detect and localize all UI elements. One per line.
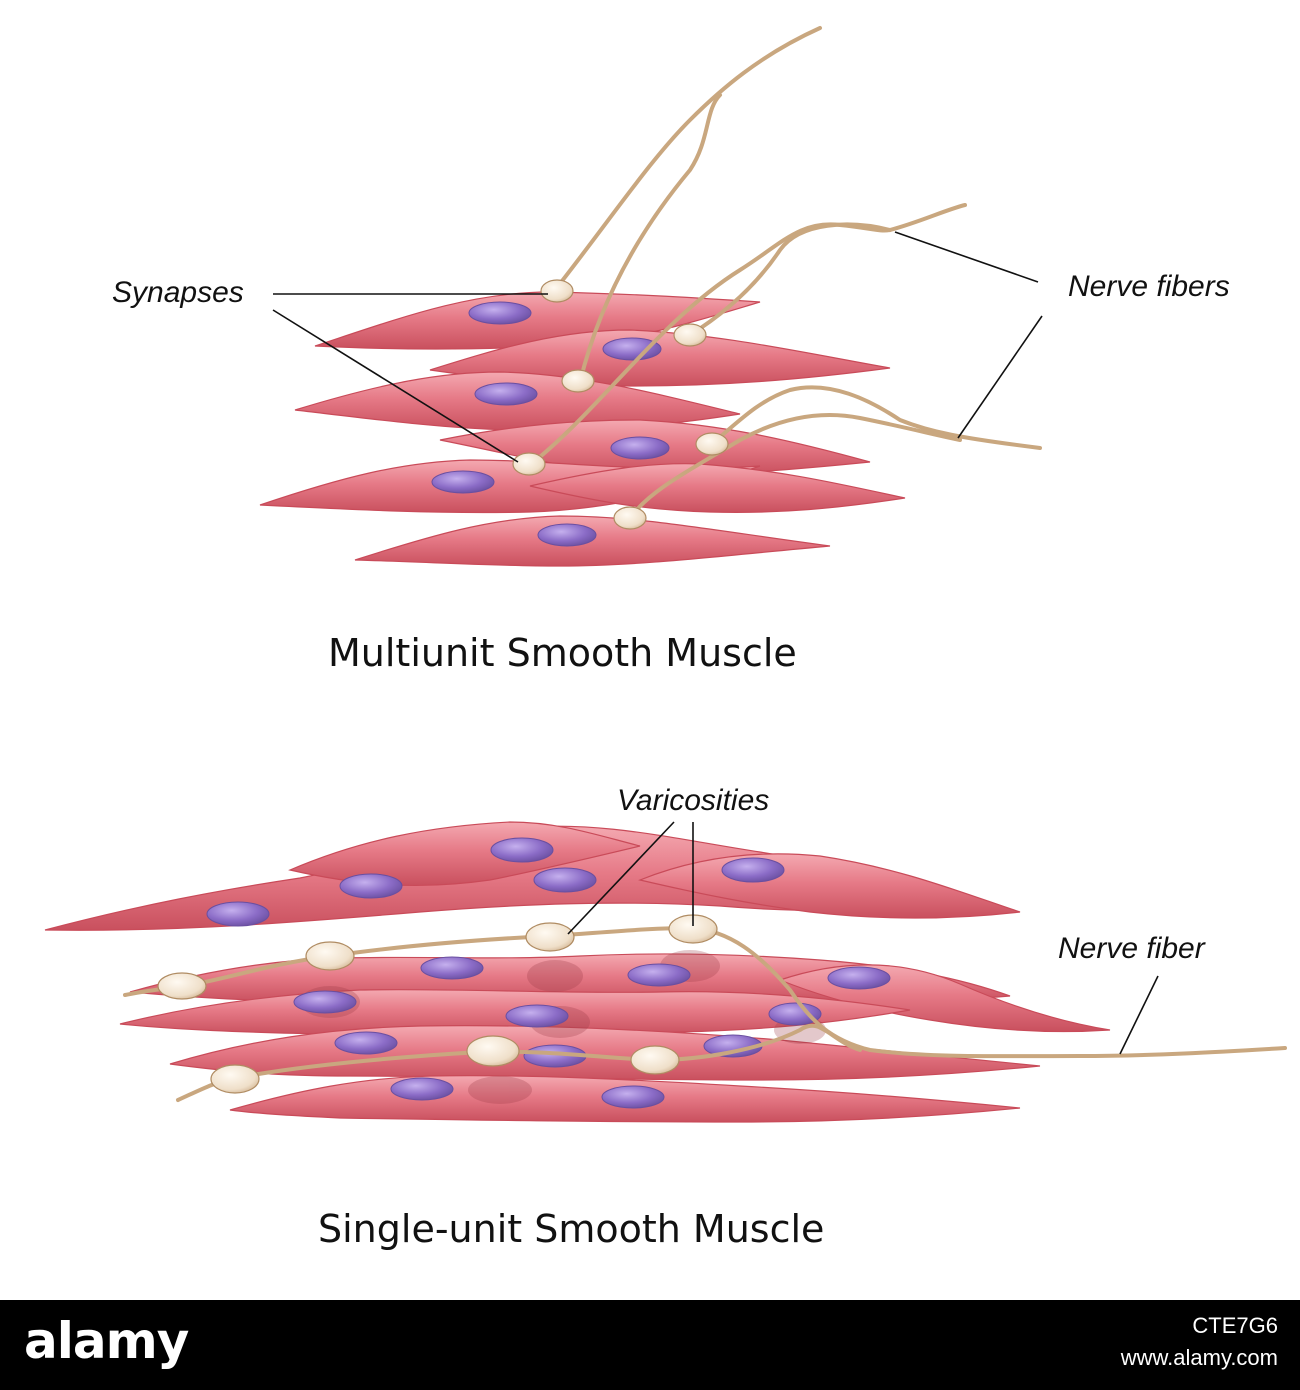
single-unit-leaders	[567, 821, 1159, 1055]
muscle-cell	[314, 291, 761, 350]
synapse	[561, 369, 595, 393]
nucleus	[334, 1031, 398, 1055]
nucleus	[537, 523, 597, 547]
nucleus	[602, 337, 662, 361]
multiunit-leaders	[272, 231, 1043, 463]
varicosities-label: Varicosities	[617, 784, 769, 817]
nucleus	[206, 901, 270, 927]
image-reference: CTE7G6 www.alamy.com	[1121, 1310, 1278, 1374]
nucleus	[768, 1002, 822, 1026]
nerve-fiber-path	[528, 222, 892, 467]
nerve-fiber-path	[688, 203, 967, 337]
multiunit-synapses	[512, 279, 729, 530]
watermark-footer: alamy CTE7G6 www.alamy.com	[0, 1300, 1300, 1390]
varicosity	[210, 1064, 260, 1094]
nerve-fiber-path	[628, 412, 962, 520]
nerve-fiber-label: Nerve fiber	[1058, 932, 1206, 965]
varicosity	[466, 1035, 520, 1067]
multiunit-nerve-fibers	[528, 26, 1042, 520]
multiunit-title: Multiunit Smooth Muscle	[328, 631, 797, 675]
single-unit-title: Single-unit Smooth Muscle	[318, 1207, 824, 1251]
synapse	[673, 323, 707, 347]
nucleus	[390, 1077, 454, 1101]
muscle-cell	[288, 821, 641, 887]
varicosity	[525, 922, 575, 952]
synapse	[695, 432, 729, 456]
nucleus	[490, 837, 554, 863]
nucleus	[601, 1085, 665, 1109]
nucleus	[533, 867, 597, 893]
muscle-cell	[529, 463, 906, 513]
image-id: CTE7G6	[1192, 1313, 1278, 1338]
nucleus	[610, 436, 670, 460]
nucleus	[293, 990, 357, 1014]
alamy-logo: alamy	[24, 1312, 189, 1370]
nucleus	[339, 873, 403, 899]
nucleus	[431, 470, 495, 494]
single-unit-varicosities	[157, 914, 718, 1094]
site-url: www.alamy.com	[1120, 1345, 1278, 1370]
multiunit-cells	[259, 291, 906, 567]
varicosity	[157, 972, 207, 1000]
nerve-fiber-path	[553, 26, 822, 292]
nucleus	[474, 382, 538, 406]
smooth-muscle-diagram: Synapses Nerve fibers Multiunit Smooth M…	[44, 26, 1287, 1251]
nucleus	[468, 301, 532, 325]
nerve-fiber-path	[710, 385, 1042, 450]
varicosity	[305, 941, 355, 971]
multiunit-nuclei	[431, 301, 670, 547]
synapse	[540, 279, 574, 303]
varicosity	[630, 1045, 680, 1075]
muscle-cell	[354, 515, 831, 567]
nerve-fiber-path	[578, 93, 722, 384]
nucleus	[721, 857, 785, 883]
nucleus	[505, 1004, 569, 1028]
single-unit-nuclei	[206, 837, 891, 1109]
nerve-fibers-label: Nerve fibers	[1068, 270, 1230, 303]
nucleus	[627, 963, 691, 987]
nucleus	[420, 956, 484, 980]
muscle-cell	[638, 853, 1021, 919]
synapse	[613, 506, 647, 530]
synapse	[512, 452, 546, 476]
nucleus	[827, 966, 891, 990]
synapses-label: Synapses	[112, 276, 244, 309]
